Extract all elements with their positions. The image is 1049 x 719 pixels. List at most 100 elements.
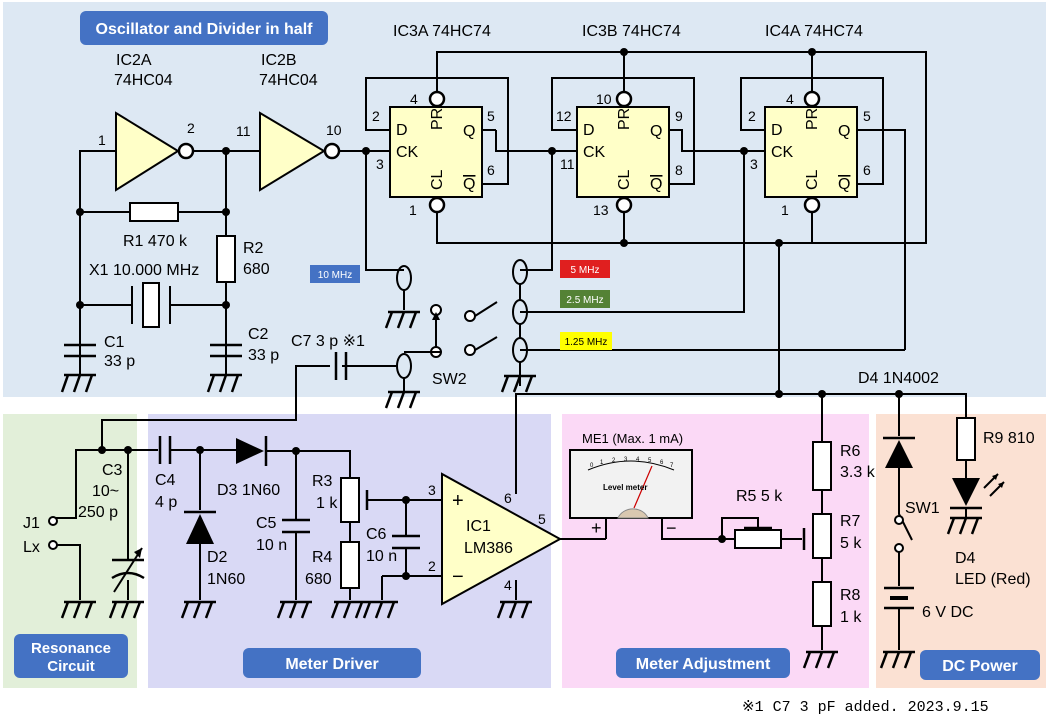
r3-label: R3 [312, 473, 333, 490]
oscillator-header-text: Oscillator and Divider in half [96, 21, 314, 38]
junction-dot [76, 208, 84, 216]
ic2b-label: IC2B [261, 52, 297, 69]
svg-text:1: 1 [600, 460, 604, 466]
ground-symbol [60, 373, 96, 393]
ic4a-label: IC4A 74HC74 [765, 23, 863, 40]
pin-number: 9 [675, 108, 683, 124]
c2-value: 33 p [248, 347, 279, 364]
diode-d2 [184, 450, 216, 600]
freq-tag-25mhz [560, 290, 610, 308]
r1-label: R1 470 k [123, 233, 188, 250]
potentiometer-r5 [721, 517, 806, 550]
diode-d4-1n4002 [883, 436, 915, 650]
meter-driver-header [243, 648, 421, 678]
ff-pin-ck: CK [583, 144, 606, 161]
ground-symbol [802, 650, 838, 669]
dc-power-header [920, 650, 1040, 680]
pin-number: 2 [428, 558, 436, 574]
ff-pin-q: Q [463, 123, 475, 140]
switch-sw1-contact [894, 543, 904, 553]
pin-number: 5 [487, 108, 495, 124]
c5-value: 10 n [256, 537, 287, 554]
ff-pin-cl: CL [616, 169, 633, 190]
svg-text:7: 7 [670, 463, 674, 469]
ground-symbol [180, 600, 216, 619]
me1-label: ME1 (Max. 1 mA) [582, 431, 683, 446]
switch-sw1-contact [894, 515, 904, 525]
freq-tag-125mhz-text: 1.25 MHz [565, 337, 608, 348]
resonance-header [14, 634, 128, 678]
freq-tag-125mhz [560, 332, 612, 350]
crystal-x1 [131, 282, 171, 328]
ic1-minus: − [452, 566, 464, 588]
r5-label: R5 5 k [736, 488, 783, 505]
ic1-part: LM386 [464, 540, 513, 557]
junction-dot [620, 48, 628, 56]
pin-number: 1 [781, 202, 789, 218]
r6-value: 3.3 k [840, 464, 876, 481]
r2-label: R2 [243, 240, 264, 257]
pin-number: 11 [560, 156, 575, 172]
junction-dot [548, 147, 556, 155]
r3-value: 1 k [316, 495, 338, 512]
junction-dot [775, 390, 783, 398]
r4-value: 680 [305, 571, 332, 588]
battery-label: 6 V DC [922, 604, 974, 621]
resonance-header-line2: Circuit [47, 658, 95, 675]
resistor-r8 [812, 581, 832, 627]
meter-plus: + [591, 518, 602, 538]
j1-label: J1 [23, 515, 40, 532]
pin-number: 3 [376, 156, 384, 172]
oscillator-header [80, 11, 328, 45]
ic2a-pin-in: 1 [98, 132, 106, 148]
dc-power-header-text: DC Power [942, 658, 1018, 675]
ff-pin-pr: PR [804, 108, 821, 130]
ground-symbol [384, 390, 420, 409]
junction-dot [222, 147, 230, 155]
c6-label: C6 [366, 526, 387, 543]
c4-value: 4 p [155, 494, 177, 511]
r7-value: 5 k [840, 535, 862, 552]
pin-number: 6 [487, 162, 495, 178]
junction-dot [222, 208, 230, 216]
ff-pin-q: Q [838, 123, 850, 140]
ff-pin-qbar: Q [650, 176, 662, 193]
meter-adjustment-header [616, 648, 790, 678]
capacitor-c1 [64, 343, 96, 374]
pin-number: 1 [409, 202, 417, 218]
led-label: D4 [955, 550, 976, 567]
freq-tag-10mhz-text: 10 MHz [318, 270, 352, 281]
c2-label: C2 [248, 326, 269, 343]
pin-number: 6 [504, 490, 512, 506]
capacitor-c7 [101, 352, 396, 450]
c3-value2: 250 p [78, 504, 118, 521]
opamp-ic1 [441, 472, 606, 606]
x1-label: X1 10.000 MHz [89, 262, 199, 279]
ic1-plus: + [452, 490, 464, 512]
ff-pin-qbar: Q [463, 176, 475, 193]
ground-symbol [384, 310, 420, 329]
level-meter-me1 [569, 449, 722, 540]
d4-diode-label: D4 1N4002 [858, 370, 939, 387]
ff-pin-d: D [771, 122, 783, 139]
ic2a-label: IC2A [116, 52, 152, 69]
ground-symbol [108, 600, 144, 619]
flipflop-ic4a [764, 90, 858, 214]
footnote: ※1 C7 3 pF added. 2023.9.15 [742, 699, 989, 716]
jack-lx [48, 540, 58, 550]
pin-number: 12 [556, 108, 572, 124]
meter-adjustment-header-text: Meter Adjustment [636, 656, 771, 673]
ff-pin-ck: CK [396, 144, 419, 161]
pin-number: 10 [596, 91, 612, 107]
meter-driver-header-text: Meter Driver [285, 656, 378, 673]
resistor-r2 [216, 235, 236, 283]
pin-number: 6 [863, 162, 871, 178]
junction-dot [98, 446, 106, 454]
ff-pin-cl: CL [429, 169, 446, 190]
meter-face-text: Level meter [603, 483, 647, 492]
freq-tag-25mhz-text: 2.5 MHz [566, 295, 603, 306]
c1-value: 33 p [104, 353, 135, 370]
junction-dot [222, 301, 230, 309]
pin-number: 5 [863, 108, 871, 124]
meter-minus: − [666, 518, 677, 538]
